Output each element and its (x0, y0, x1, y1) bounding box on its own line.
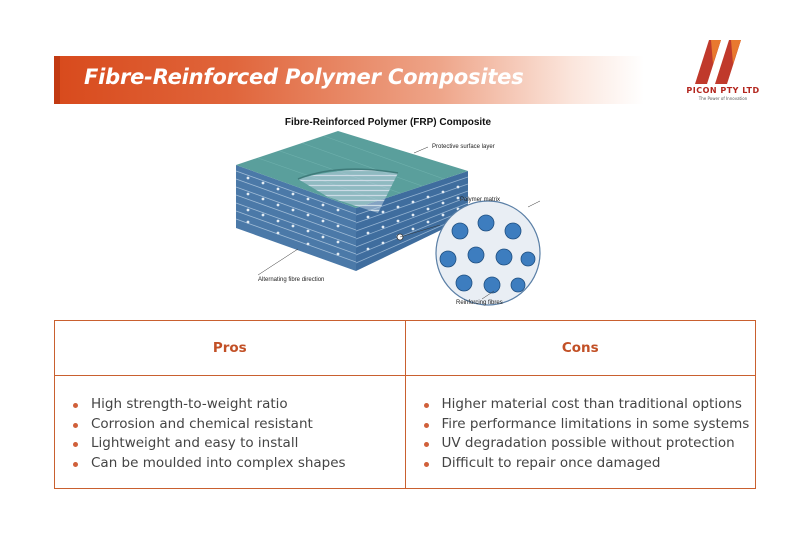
list-item: Fire performance limitations in some sys… (422, 415, 756, 435)
list-item: Higher material cost than traditional op… (422, 395, 756, 415)
callout-polymer-matrix: Polymer matrix (460, 197, 501, 203)
list-item: Can be moulded into complex shapes (71, 454, 405, 474)
pros-cons-table: Pros Cons High strength-to-weight ratio … (54, 320, 756, 489)
cons-list: Higher material cost than traditional op… (406, 376, 756, 473)
slide-title: Fibre-Reinforced Polymer Composites (84, 65, 524, 89)
list-item: Difficult to repair once damaged (422, 454, 756, 474)
list-item: UV degradation possible without protecti… (422, 434, 756, 454)
pros-list: High strength-to-weight ratio Corrosion … (55, 376, 405, 473)
callout-surface-layer: Protective surface layer (432, 144, 495, 150)
figure-title: Fibre-Reinforced Polymer (FRP) Composite (284, 117, 492, 128)
list-item: Corrosion and chemical resistant (71, 415, 405, 435)
logo-tagline: The Power of Innovation (698, 96, 748, 101)
list-item: High strength-to-weight ratio (71, 395, 405, 415)
cons-header: Cons (404, 320, 756, 376)
callout-fibre-direction: Alternating fibre direction (258, 277, 325, 283)
pros-cell: High strength-to-weight ratio Corrosion … (54, 375, 406, 489)
logo-brand-name: PICON PTY LTD (686, 86, 760, 95)
callout-reinforcing-fibres: Reinforcing fibres (456, 300, 503, 306)
banner-accent-bar (54, 56, 60, 104)
pros-header: Pros (54, 320, 406, 376)
double-slash-logo-icon (695, 40, 741, 84)
title-banner: Fibre-Reinforced Polymer Composites (54, 56, 644, 104)
frp-illustration (235, 131, 541, 306)
list-item: Lightweight and easy to install (71, 434, 405, 454)
cons-cell: Higher material cost than traditional op… (404, 375, 756, 489)
company-logo: PICON PTY LTD The Power of Innovation (683, 34, 763, 104)
frp-composite-figure: Fibre-Reinforced Polymer (FRP) Composite… (228, 113, 548, 313)
